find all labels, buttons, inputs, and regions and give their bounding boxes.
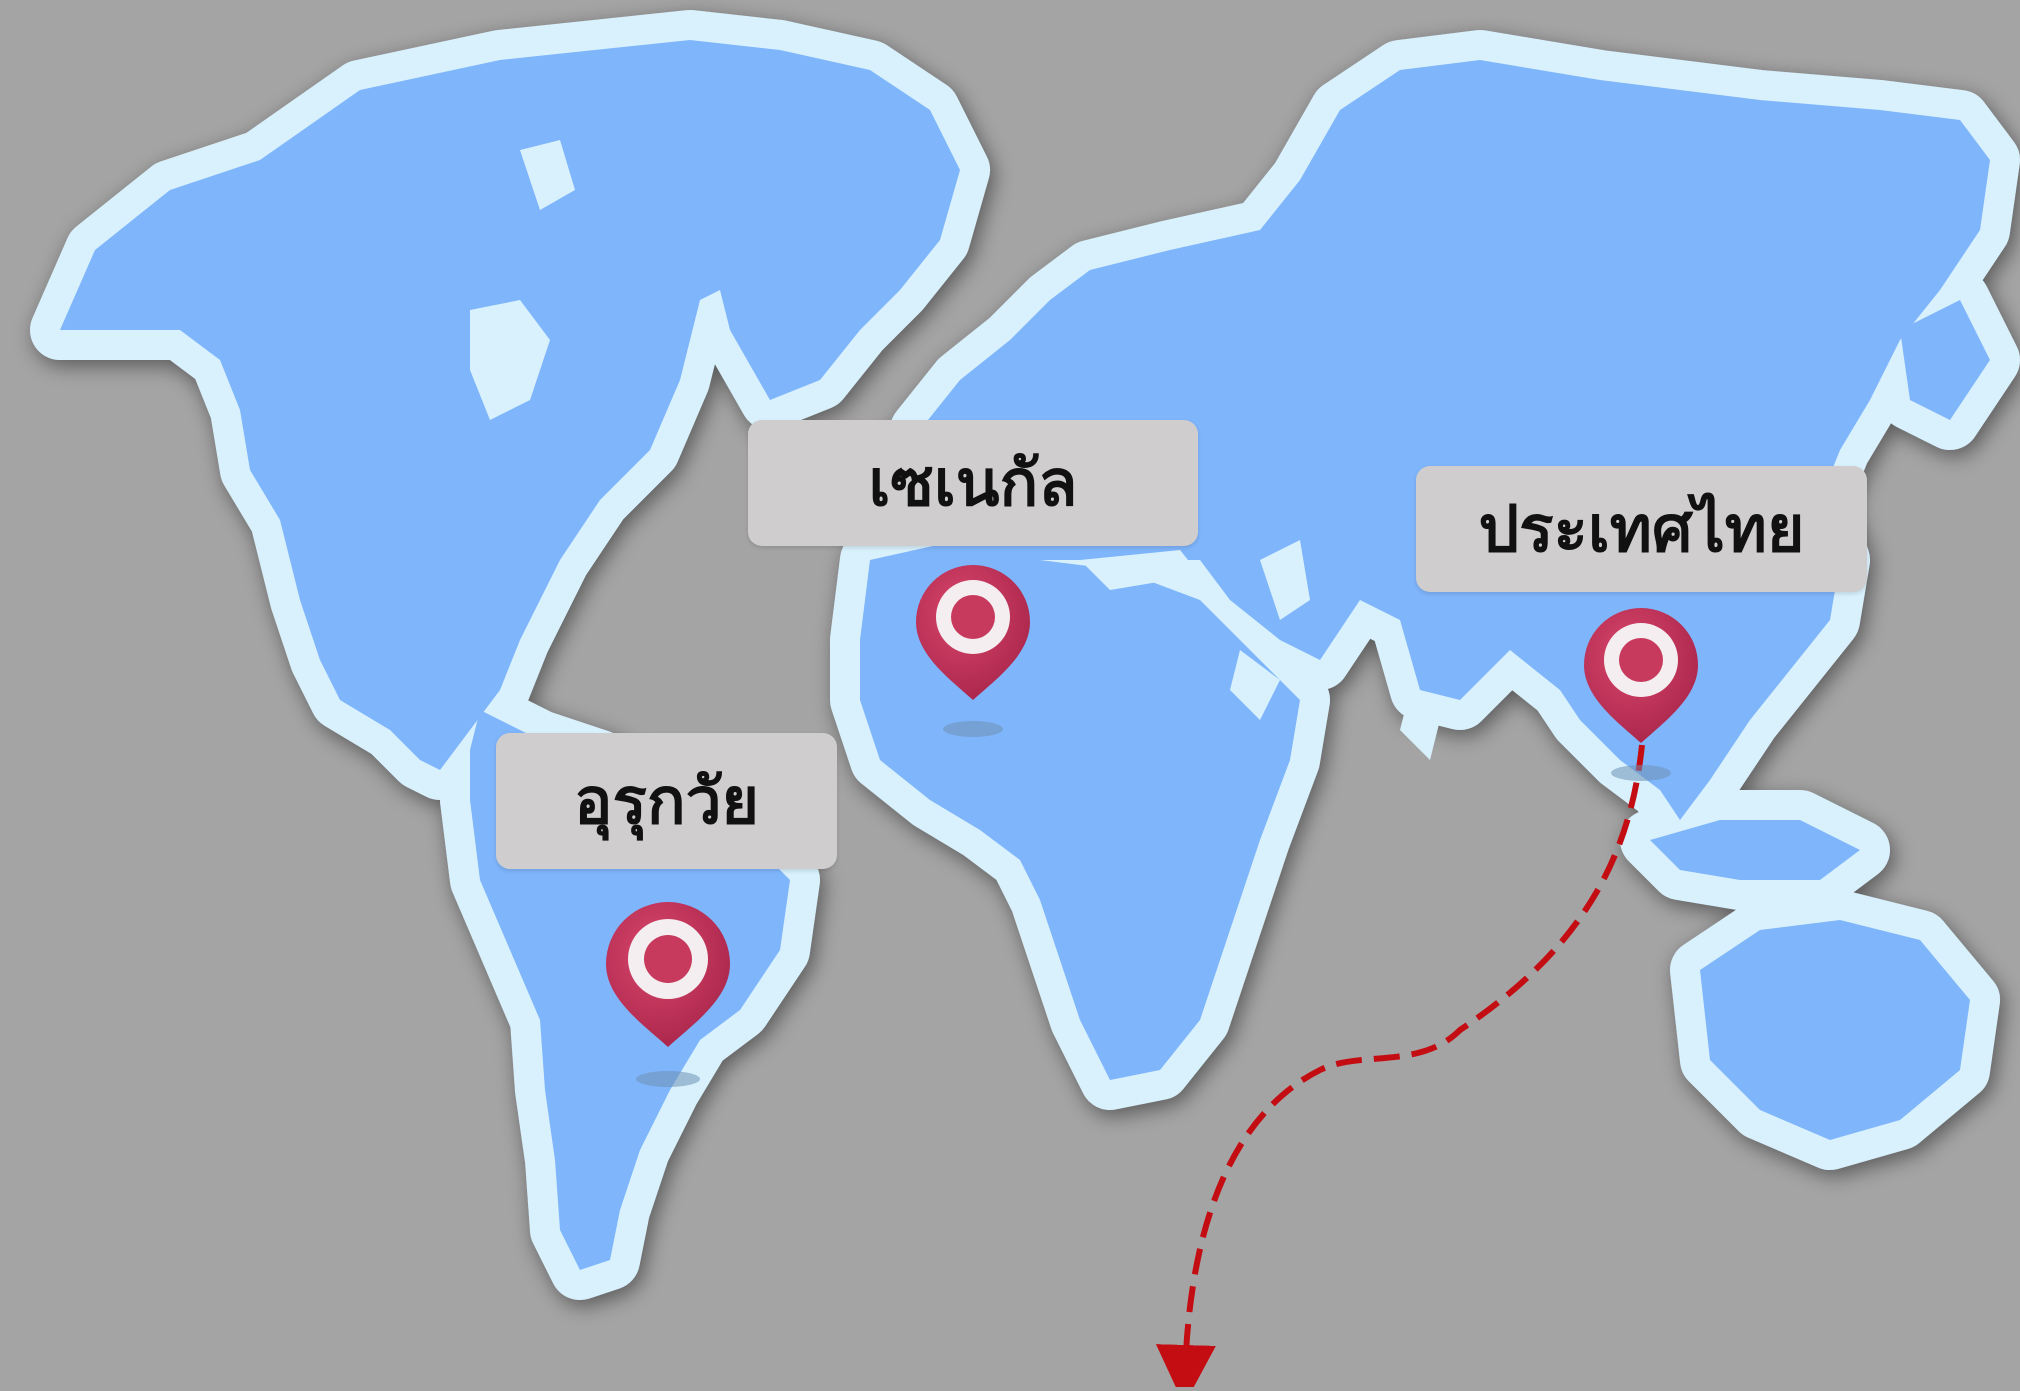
label-text: เซเนกัล: [868, 447, 1078, 521]
label-text: อุรุกวัย: [574, 765, 759, 839]
location-label-thailand[interactable]: ประเทศไทย: [1416, 466, 1867, 592]
inland-seas: [470, 140, 1440, 760]
location-label-uruguay[interactable]: อุรุกวัย: [496, 733, 837, 869]
location-label-senegal[interactable]: เซเนกัล: [748, 420, 1198, 546]
map-pin-icon[interactable]: [1584, 608, 1698, 781]
map-pin-icon[interactable]: [606, 902, 730, 1087]
route-dashed-arrow: [1155, 744, 1645, 1391]
label-text: ประเทศไทย: [1478, 493, 1805, 567]
map-pin-icon[interactable]: [916, 565, 1030, 737]
